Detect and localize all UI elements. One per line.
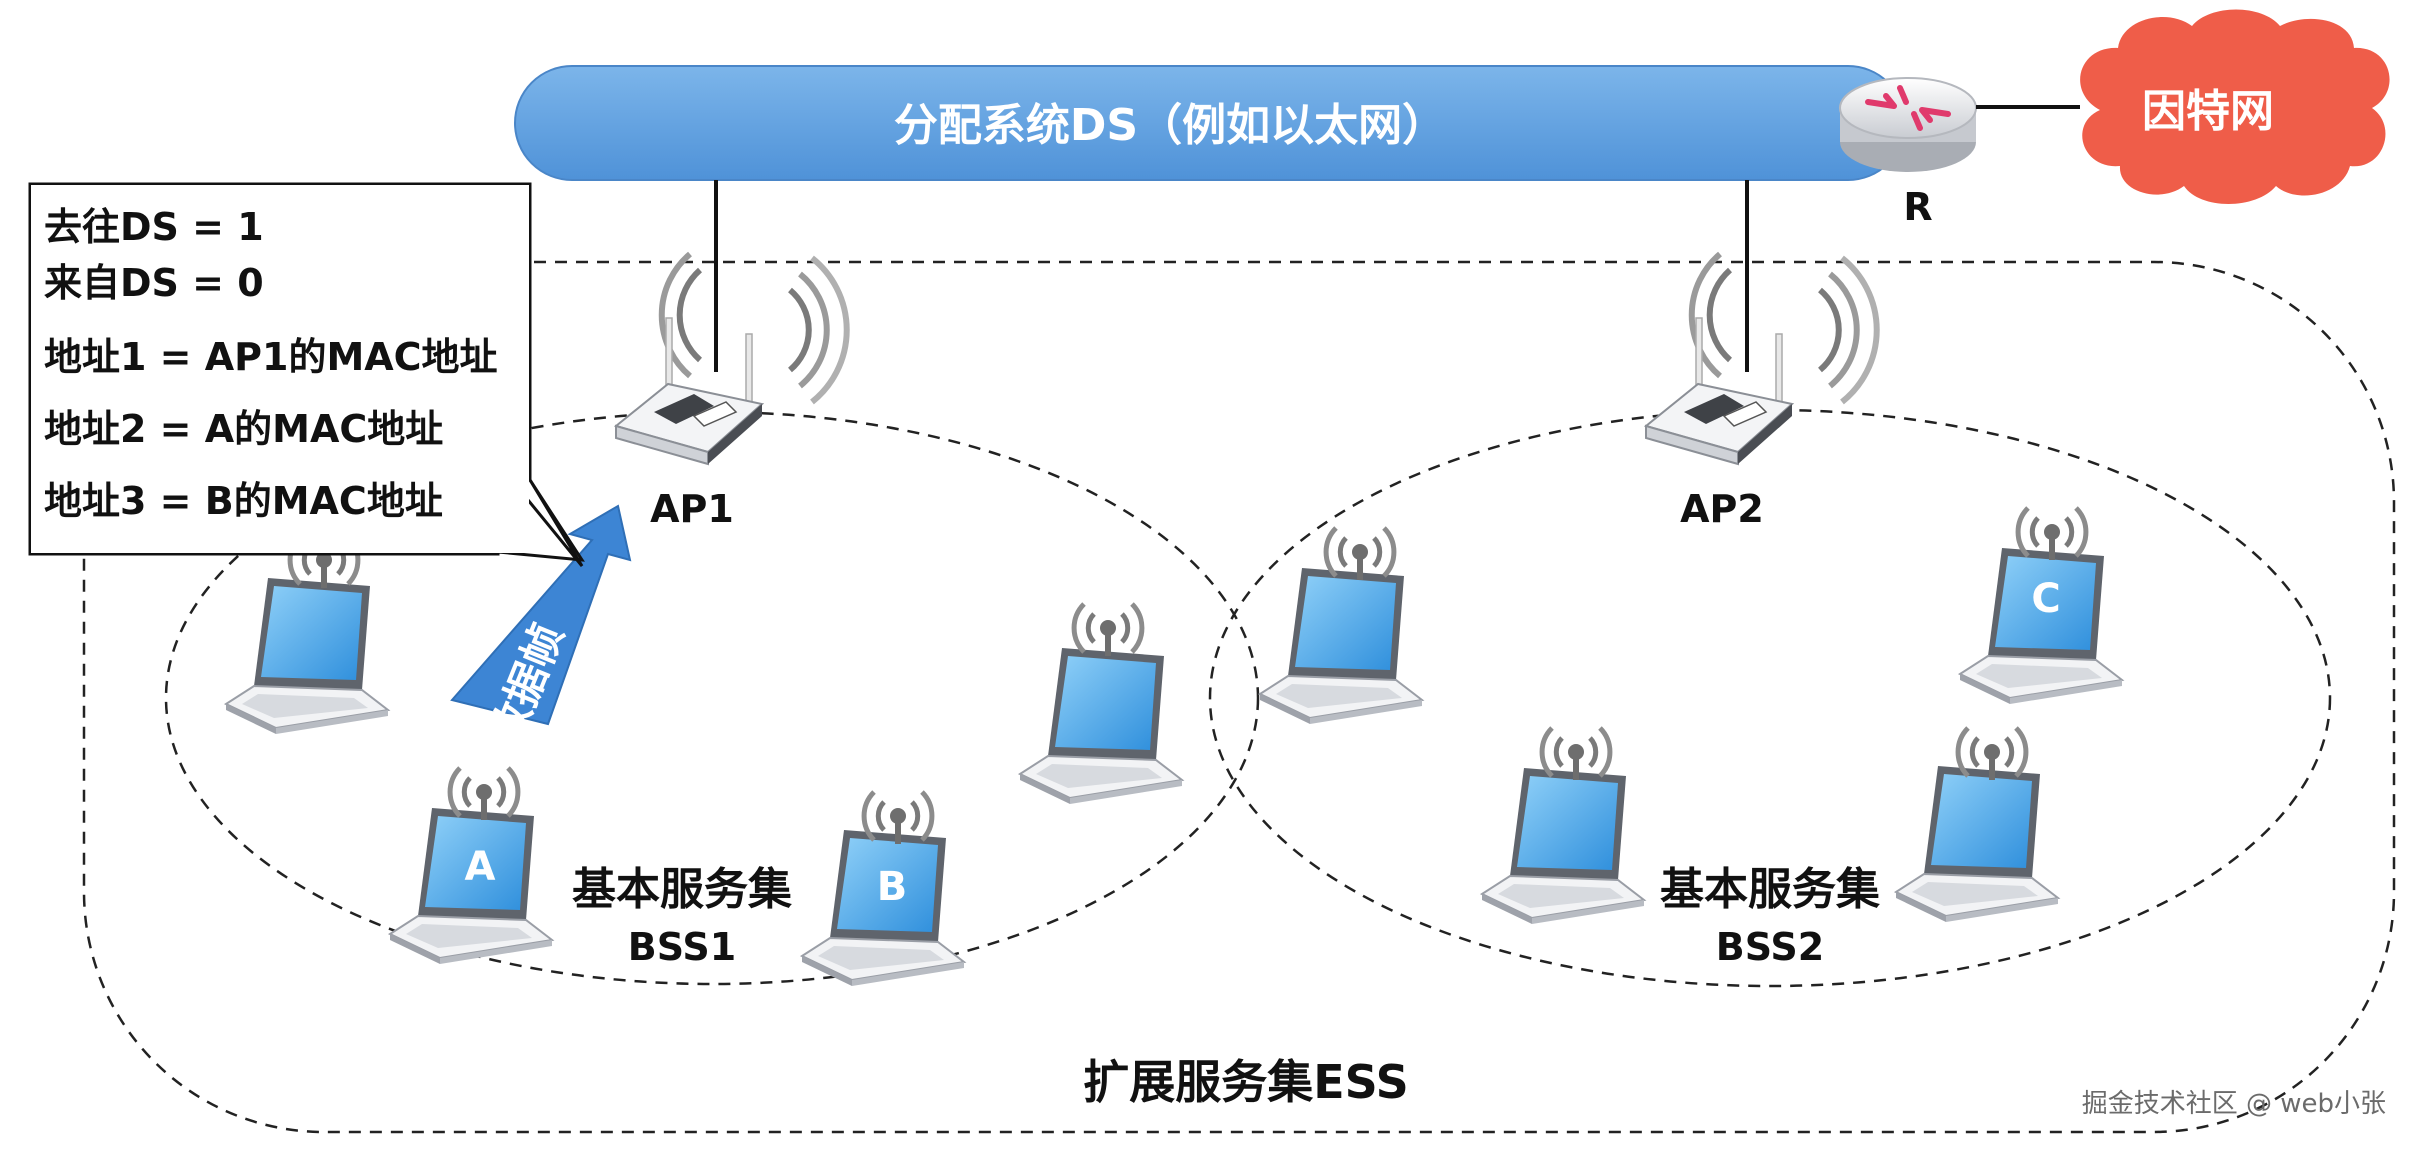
ap1-signal-icon	[658, 251, 850, 405]
ds-label: 分配系统DS（例如以太网）	[894, 100, 1446, 151]
ap1-label: AP1	[650, 487, 734, 531]
bss1-boundary	[164, 410, 1260, 986]
internet-cloud-icon	[2080, 9, 2390, 204]
station-b-label: B	[877, 864, 908, 910]
laptop-bss2-left-icon	[1259, 567, 1423, 725]
laptop-bss1-topleft-icon	[225, 577, 389, 735]
bss2-code: BSS2	[1716, 925, 1824, 969]
bss1-title: 基本服务集	[572, 864, 792, 915]
ap2-label: AP2	[1680, 487, 1764, 531]
ap2-device-icon	[1645, 317, 1793, 465]
ess-label: 扩展服务集ESS	[1083, 1055, 1409, 1109]
laptop-bss2-center-icon	[1481, 767, 1645, 925]
ap2-signal-icon	[1688, 251, 1880, 405]
ap1-device-icon	[615, 317, 763, 465]
internet-label: 因特网	[2142, 86, 2274, 137]
watermark: 掘金技术社区 @ web小张	[2082, 1089, 2386, 1119]
bss2-title: 基本服务集	[1660, 864, 1880, 915]
router-label: R	[1903, 185, 1932, 229]
callout-line-address1: 地址1 = AP1的MAC地址	[44, 335, 498, 379]
callout-line-address2: 地址2 = A的MAC地址	[44, 407, 443, 451]
laptop-bss1-right-signal-icon	[1074, 604, 1142, 656]
router-icon	[1839, 77, 1977, 172]
frame-address-callout	[28, 182, 585, 567]
station-a-label: A	[465, 844, 496, 890]
laptop-c-icon	[1959, 547, 2123, 705]
bss1-code: BSS1	[628, 925, 736, 969]
callout-line-from-ds: 来自DS = 0	[44, 261, 264, 305]
station-c-label: C	[2031, 576, 2060, 622]
bss2-boundary	[1208, 408, 2332, 988]
data-frame-arrow-icon	[450, 504, 632, 726]
laptop-bss1-right-icon	[1019, 647, 1183, 805]
laptop-bss2-right-icon	[1895, 765, 2059, 923]
ess-boundary	[82, 260, 2396, 1134]
callout-line-address3: 地址3 = B的MAC地址	[44, 479, 443, 523]
callout-line-to-ds: 去往DS = 1	[44, 205, 264, 249]
